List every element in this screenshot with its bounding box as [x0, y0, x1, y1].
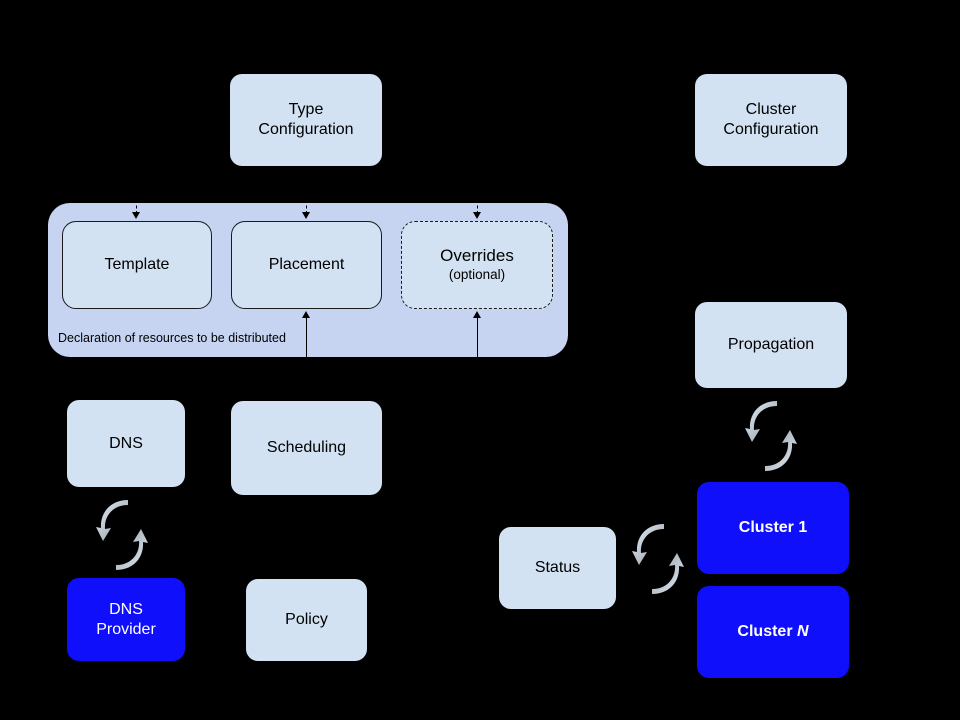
type-configuration-line1: Type — [288, 101, 324, 119]
node-propagation[interactable]: Propagation — [695, 302, 847, 388]
connector-typeconfig-to-placement — [306, 200, 307, 214]
node-type-configuration[interactable]: Type Configuration — [230, 74, 382, 166]
node-cluster-n[interactable]: Cluster N — [697, 586, 849, 678]
connector-typeconfig-to-overrides — [477, 200, 478, 214]
template-label: Template — [104, 256, 170, 274]
connector-policy-to-overrides — [477, 317, 478, 357]
arrowhead-placement-in — [302, 212, 310, 219]
policy-label: Policy — [285, 611, 328, 629]
arrowhead-placement-up — [302, 311, 310, 318]
sync-cycle-icon-status — [626, 521, 690, 597]
connector-typeconfig-to-template — [136, 200, 137, 214]
arrowhead-overrides-up — [473, 311, 481, 318]
arrowhead-template-in — [132, 212, 140, 219]
dns-provider-line2: Provider — [96, 620, 156, 638]
status-label: Status — [534, 559, 581, 577]
overrides-line1: Overrides — [440, 246, 514, 266]
node-dns[interactable]: DNS — [67, 400, 185, 487]
node-template[interactable]: Template — [62, 221, 212, 309]
node-scheduling[interactable]: Scheduling — [231, 401, 382, 495]
cluster-configuration-line1: Cluster — [745, 101, 797, 119]
dns-label: DNS — [109, 434, 143, 452]
cluster-configuration-line2: Configuration — [723, 121, 819, 138]
cluster-n-italic: N — [797, 623, 809, 641]
overrides-line2: (optional) — [448, 267, 506, 283]
cluster-n-label: Cluster N — [737, 622, 808, 642]
propagation-label: Propagation — [727, 336, 815, 354]
node-dns-provider[interactable]: DNS Provider — [67, 578, 185, 661]
scheduling-label: Scheduling — [266, 439, 347, 457]
placement-label: Placement — [268, 256, 345, 274]
sync-cycle-icon-propagation — [739, 398, 803, 474]
node-cluster-configuration[interactable]: Cluster Configuration — [695, 74, 847, 166]
node-status[interactable]: Status — [499, 527, 616, 609]
node-overrides[interactable]: Overrides (optional) — [401, 221, 553, 309]
node-placement[interactable]: Placement — [231, 221, 382, 309]
cluster-n-prefix: Cluster — [737, 623, 797, 641]
connector-scheduling-to-placement — [306, 317, 307, 357]
node-cluster-1[interactable]: Cluster 1 — [697, 482, 849, 574]
sync-cycle-icon-dns — [90, 497, 154, 573]
dns-provider-line1: DNS — [109, 600, 143, 618]
cluster-1-label: Cluster 1 — [738, 519, 808, 537]
group-caption: Declaration of resources to be distribut… — [58, 331, 286, 345]
node-policy[interactable]: Policy — [246, 579, 367, 661]
type-configuration-line2: Configuration — [258, 121, 354, 138]
arrowhead-overrides-in — [473, 212, 481, 219]
